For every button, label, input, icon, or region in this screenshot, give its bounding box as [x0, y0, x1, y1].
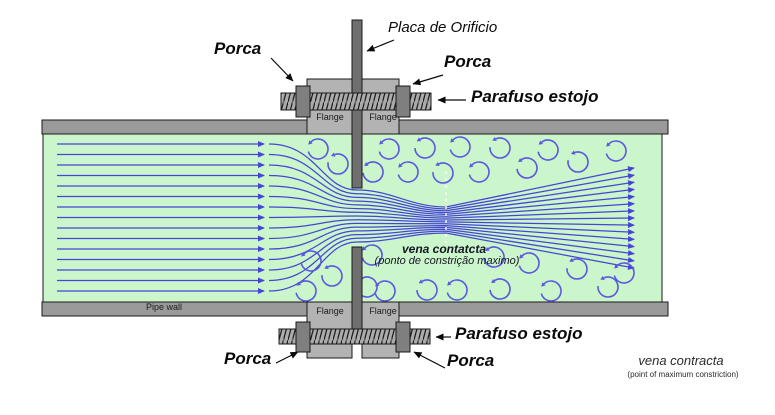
arrow-placa-de-orificio [366, 39, 395, 52]
label-vena-contracta-pt: vena contatcta [401, 242, 487, 256]
arrow-porca-bottom-right [413, 351, 446, 369]
label-parafuso-estojo-top: Parafuso estojo [471, 87, 599, 106]
nut-top-left [295, 85, 311, 118]
label-porca-bottom-right: Porca [447, 351, 495, 370]
arrow-porca-top-left [270, 57, 294, 82]
label-vena-contracta-en-sub: (point of maximum constriction) [627, 370, 739, 379]
label-flange-bottom-right: Flange [369, 306, 397, 316]
nut-top-right [395, 85, 411, 118]
nut-bottom-right [395, 321, 411, 353]
label-placa-de-orificio: Placa de Orificio [388, 19, 498, 36]
label-porca-top-left: Porca [214, 39, 262, 58]
label-flange-bottom-left: Flange [316, 306, 344, 316]
label-vena-contracta-en: vena contracta [638, 353, 724, 368]
label-vena-contracta-pt-sub: (ponto de constrição maximo) [374, 255, 520, 267]
label-pipe-wall: Pipe wall [145, 302, 183, 312]
nut-bottom-left [295, 321, 311, 353]
label-flange-top-right: Flange [369, 112, 397, 122]
label-porca-bottom-left: Porca [224, 349, 272, 368]
streamlines [57, 141, 635, 294]
callout-arrows [270, 39, 466, 369]
stud-bolt-bottom [278, 328, 431, 345]
label-parafuso-estojo-bottom: Parafuso estojo [455, 324, 583, 343]
arrow-porca-bottom-left [275, 351, 299, 364]
label-flange-top-left: Flange [316, 112, 344, 122]
stud-bolt-top [280, 92, 432, 111]
arrow-porca-top-right [412, 74, 444, 86]
label-porca-top-right: Porca [444, 52, 492, 71]
